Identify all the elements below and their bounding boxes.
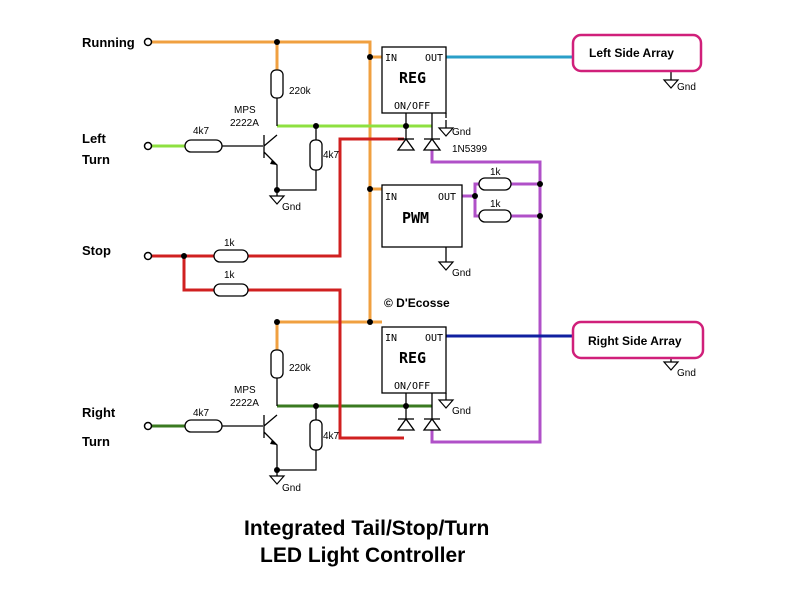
pwm-out-wire-top	[430, 150, 542, 218]
ground-symbol	[662, 79, 680, 89]
right-turn-label-1: Right	[82, 405, 116, 420]
title-line-1: Integrated Tail/Stop/Turn	[244, 517, 489, 540]
reg-top-out-label: OUT	[425, 53, 443, 64]
copyright-label: © D'Ecosse	[384, 296, 450, 310]
reg-bottom-block	[381, 326, 447, 394]
bottom-transistor-label-1: MPS	[234, 385, 256, 396]
stop-wire-bottom	[182, 256, 404, 440]
pwm-in-label: IN	[385, 192, 397, 203]
pwm-1k-b-label: 1k	[490, 199, 502, 210]
resistor-stop-1k-a	[213, 249, 249, 263]
bottom-4k7-in-label: 4k7	[193, 408, 210, 419]
reg-top-block	[381, 46, 447, 114]
bottom-transistor-label-2: 2222A	[230, 398, 259, 409]
right-turn-label-2: Turn	[82, 434, 110, 449]
ground-symbol	[437, 261, 455, 271]
running-label: Running	[82, 35, 135, 50]
bottom-220k-label: 220k	[289, 363, 312, 374]
reg-top-name: REG	[399, 69, 426, 87]
stop-label: Stop	[82, 243, 111, 258]
gnd-label: Gnd	[677, 82, 696, 93]
top-transistor-label-2: 2222A	[230, 118, 259, 129]
pwm-out-wire-bottom	[430, 184, 542, 444]
left-turn-label-1: Left	[82, 131, 107, 146]
resistor-bottom-4k7-shunt	[309, 419, 323, 451]
reg-top-in-label: IN	[385, 53, 397, 64]
resistor-pwm-1k-b	[478, 209, 512, 223]
left-side-array-box	[571, 33, 703, 73]
gnd-label: Gnd	[677, 368, 696, 379]
gnd-label: Gnd	[452, 406, 471, 417]
top-4k7-in-label: 4k7	[193, 126, 210, 137]
pwm-block	[381, 184, 463, 248]
running-wire	[152, 40, 382, 322]
left-turn-label-2: Turn	[82, 152, 110, 167]
reg-bottom-onoff-label: ON/OFF	[394, 381, 430, 392]
pwm-out-label: OUT	[438, 192, 456, 203]
pwm-name: PWM	[402, 209, 429, 227]
diode-bottom-left	[396, 417, 416, 431]
resistor-top-4k7-in	[184, 139, 223, 153]
stop-terminal	[143, 251, 153, 261]
right-side-array-label: Right Side Array	[588, 334, 682, 348]
resistor-top-4k7-shunt	[309, 139, 323, 171]
gnd-label: Gnd	[282, 483, 301, 494]
stop-1k-b-label: 1k	[224, 270, 236, 281]
reg-bottom-in-label: IN	[385, 333, 397, 344]
ground-symbol	[437, 127, 455, 137]
resistor-stop-1k-b	[213, 283, 249, 297]
resistor-bottom-4k7-in	[184, 419, 223, 433]
resistor-bottom-220k	[270, 349, 284, 379]
resistor-pwm-1k-a	[478, 177, 512, 191]
top-4k7-shunt-label: 4k7	[323, 150, 340, 161]
ground-symbol	[662, 361, 680, 371]
right-turn-terminal	[143, 421, 153, 431]
gnd-label: Gnd	[452, 127, 471, 138]
reg-top-onoff-label: ON/OFF	[394, 101, 430, 112]
right-side-array-box	[571, 320, 705, 360]
ground-symbol	[268, 195, 286, 205]
gnd-label: Gnd	[452, 268, 471, 279]
ground-symbol	[437, 399, 455, 409]
ground-symbol	[268, 475, 286, 485]
diode-part-label: 1N5399	[452, 144, 487, 155]
running-terminal	[143, 37, 153, 47]
title-line-2: LED Light Controller	[260, 544, 465, 567]
reg-bottom-name: REG	[399, 349, 426, 367]
resistor-top-220k	[270, 69, 284, 99]
bottom-4k7-shunt-label: 4k7	[323, 431, 340, 442]
diode-bottom-right	[422, 417, 442, 431]
pwm-1k-a-label: 1k	[490, 167, 502, 178]
left-side-array-label: Left Side Array	[589, 46, 674, 60]
reg-bottom-out-label: OUT	[425, 333, 443, 344]
top-220k-label: 220k	[289, 86, 312, 97]
gnd-label: Gnd	[282, 202, 301, 213]
top-transistor-label-1: MPS	[234, 105, 256, 116]
diode-top-left	[396, 137, 416, 151]
stop-1k-a-label: 1k	[224, 238, 236, 249]
left-turn-terminal	[143, 141, 153, 151]
diode-top-right	[422, 137, 442, 151]
